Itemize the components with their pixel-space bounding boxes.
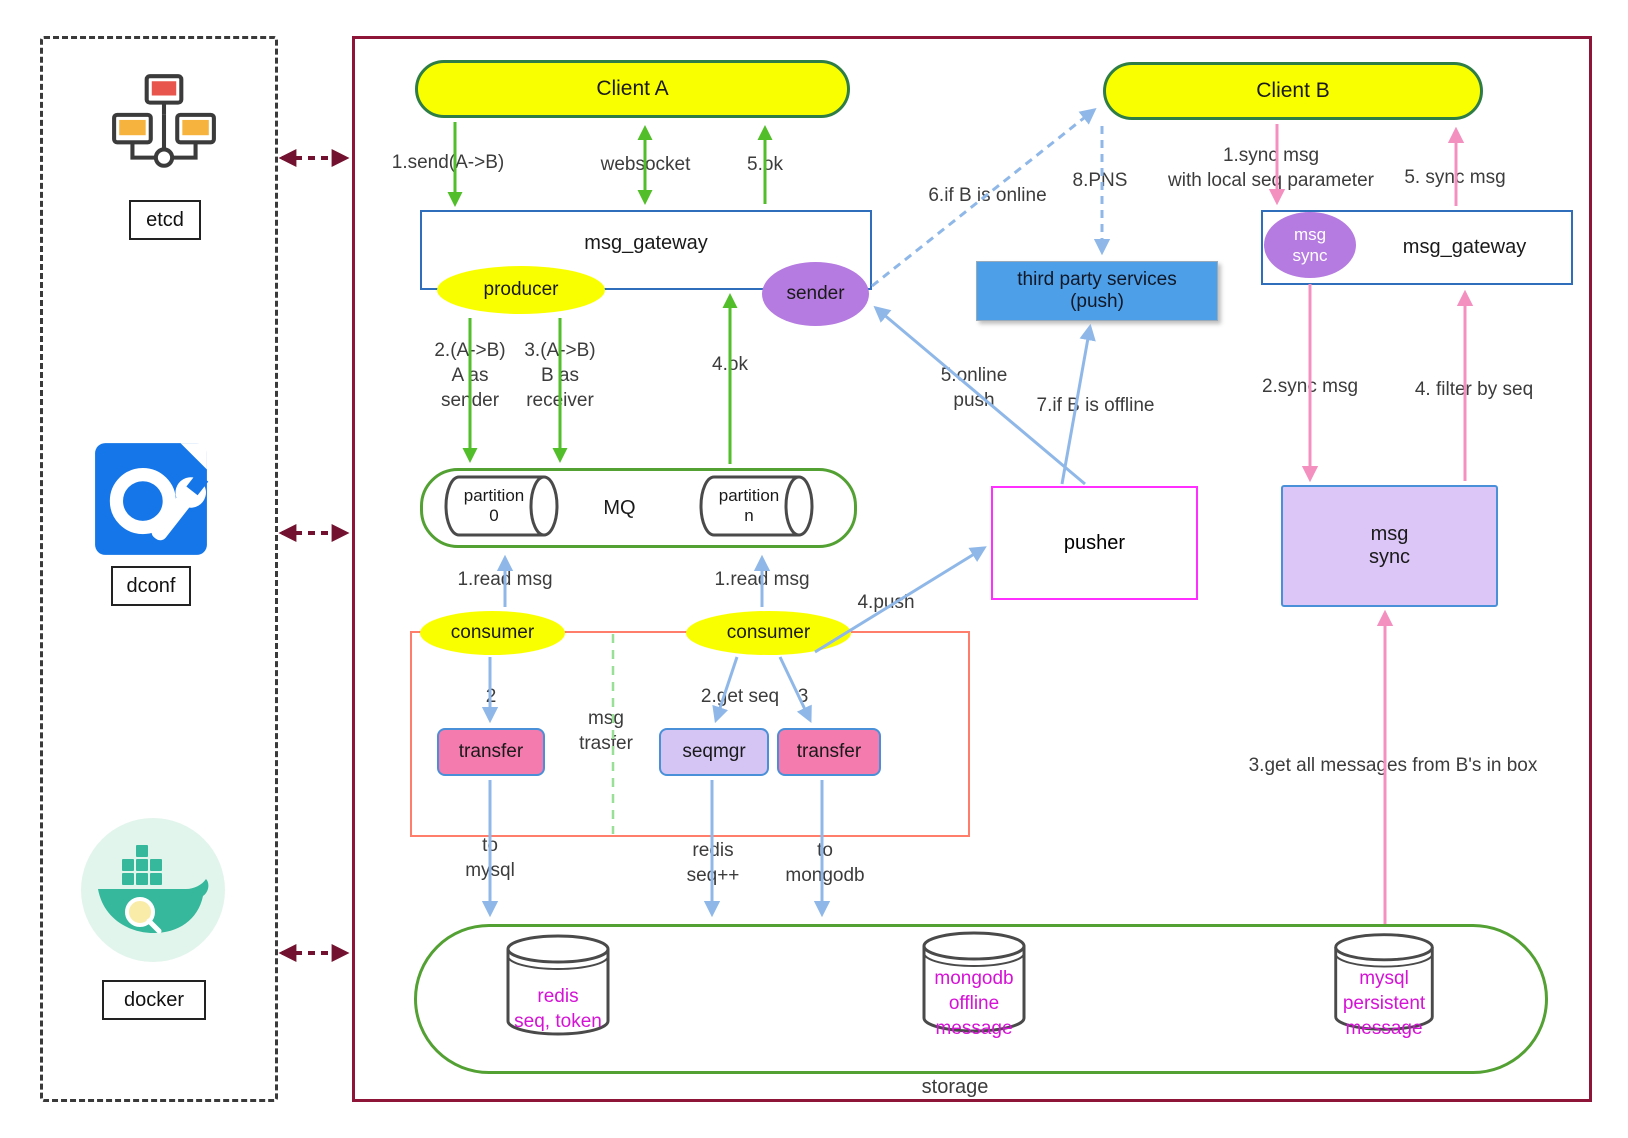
redis-db-label: redis seq, token [514,986,602,1033]
mysql-db-cylinder [1328,930,1440,1034]
docker-label: docker [102,980,206,1020]
storage-label: storage [921,1075,989,1098]
docker-whale-icon [78,815,228,965]
edge-label-sync-msg-5: 5. sync msg [1404,167,1506,188]
edge-label-step-2: 2 [485,686,497,707]
redis-db-cylinder [500,933,616,1037]
edge-label-a-as-sender: 2.(A->B) A as sender [434,340,506,412]
partition-0-label: partition 0 [463,485,525,525]
consumer-left-node: consumer [420,611,565,655]
edge-label-if-b-online: 6.if B is online [928,185,1047,206]
edge-label-get-all-messages: 3.get all messages from B's in box [1248,755,1538,776]
infra-panel [40,36,278,1102]
edge-label-to-mysql: to mysql [465,835,515,882]
edge-label-pns: 8.PNS [1072,170,1128,191]
consumer-right-node: consumer [686,611,851,655]
edge-label-to-mongodb: to mongodb [785,840,865,887]
edge-label-read-msg-left: 1.read msg [457,569,553,590]
partition-n-cylinder [695,473,817,539]
edge-label-websocket: websocket [600,154,691,175]
pusher-node: pusher [991,486,1198,600]
client-b-node: Client B [1103,62,1483,120]
partition-0-cylinder [440,473,562,539]
producer-node: producer [437,266,605,314]
transfer-left-node: transfer [437,728,545,776]
edge-label-ok-4: 4.ok [712,354,748,375]
partition-n-label: partition n [718,485,780,525]
edge-label-online-push: 5.online push [940,365,1008,412]
system-boundary [352,36,1592,1102]
client-a-node: Client A [415,60,850,118]
edge-label-redis-seq: redis seq++ [686,840,740,887]
dconf-label: dconf [111,566,191,606]
edge-label-b-as-receiver: 3.(A->B) B as receiver [524,340,596,412]
edge-label-filter-by-seq: 4. filter by seq [1414,379,1534,400]
edge-label-push-4: 4.push [857,592,915,613]
msg-sync-service-node: msg sync [1281,485,1498,607]
mongodb-db-cylinder [915,930,1033,1034]
mq-label: MQ [603,496,636,519]
msg-sync-badge: msg sync [1264,212,1356,278]
mysql-db-label: mysql persistent message [1342,968,1426,1040]
edge-label-step-3: 3 [797,686,809,707]
edge-label-sync-msg-2: 2.sync msg [1261,376,1359,397]
sender-node: sender [762,262,869,326]
etcd-cluster-icon [108,72,220,184]
edge-label-sync-msg-with-seq: 1.sync msg with local seq parameter [1168,145,1374,192]
mongodb-db-label: mongodb offline message [934,968,1014,1040]
edge-label-get-seq: 2.get seq [700,686,780,707]
seqmgr-node: seqmgr [659,728,769,776]
third-party-services-node: third party services (push) [976,261,1218,321]
transfer-right-node: transfer [777,728,881,776]
edge-label-send-ab: 1.send(A->B) [391,152,505,173]
etcd-label: etcd [129,200,201,240]
edge-label-if-b-offline: 7.if B is offline [1036,395,1155,416]
edge-label-msg-trasfer: msg trasfer [579,708,633,755]
edge-label-ok-5: 5.ok [747,154,783,175]
edge-label-read-msg-right: 1.read msg [714,569,810,590]
dconf-icon [90,438,212,560]
